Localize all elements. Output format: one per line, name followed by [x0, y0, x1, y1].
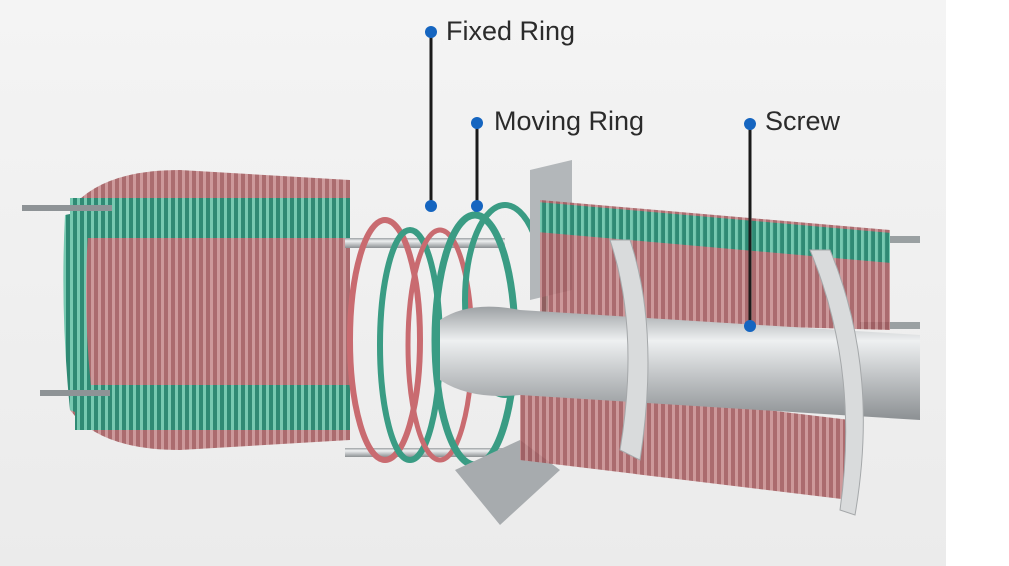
blue-dot-icon — [471, 200, 483, 212]
label-fixed-ring: Fixed Ring — [446, 16, 576, 46]
label-screw: Screw — [765, 106, 841, 136]
label-moving-ring: Moving Ring — [494, 106, 645, 136]
blue-dot-icon — [744, 320, 756, 332]
callout-markers — [425, 26, 756, 332]
screw-shaft — [440, 239, 920, 516]
blue-dot-icon — [425, 200, 437, 212]
left-coil-cylinder — [63, 170, 350, 450]
blue-dot-icon — [471, 117, 483, 129]
callout-lines — [429, 32, 752, 326]
blue-dot-icon — [744, 118, 756, 130]
blue-dot-icon — [425, 26, 437, 38]
